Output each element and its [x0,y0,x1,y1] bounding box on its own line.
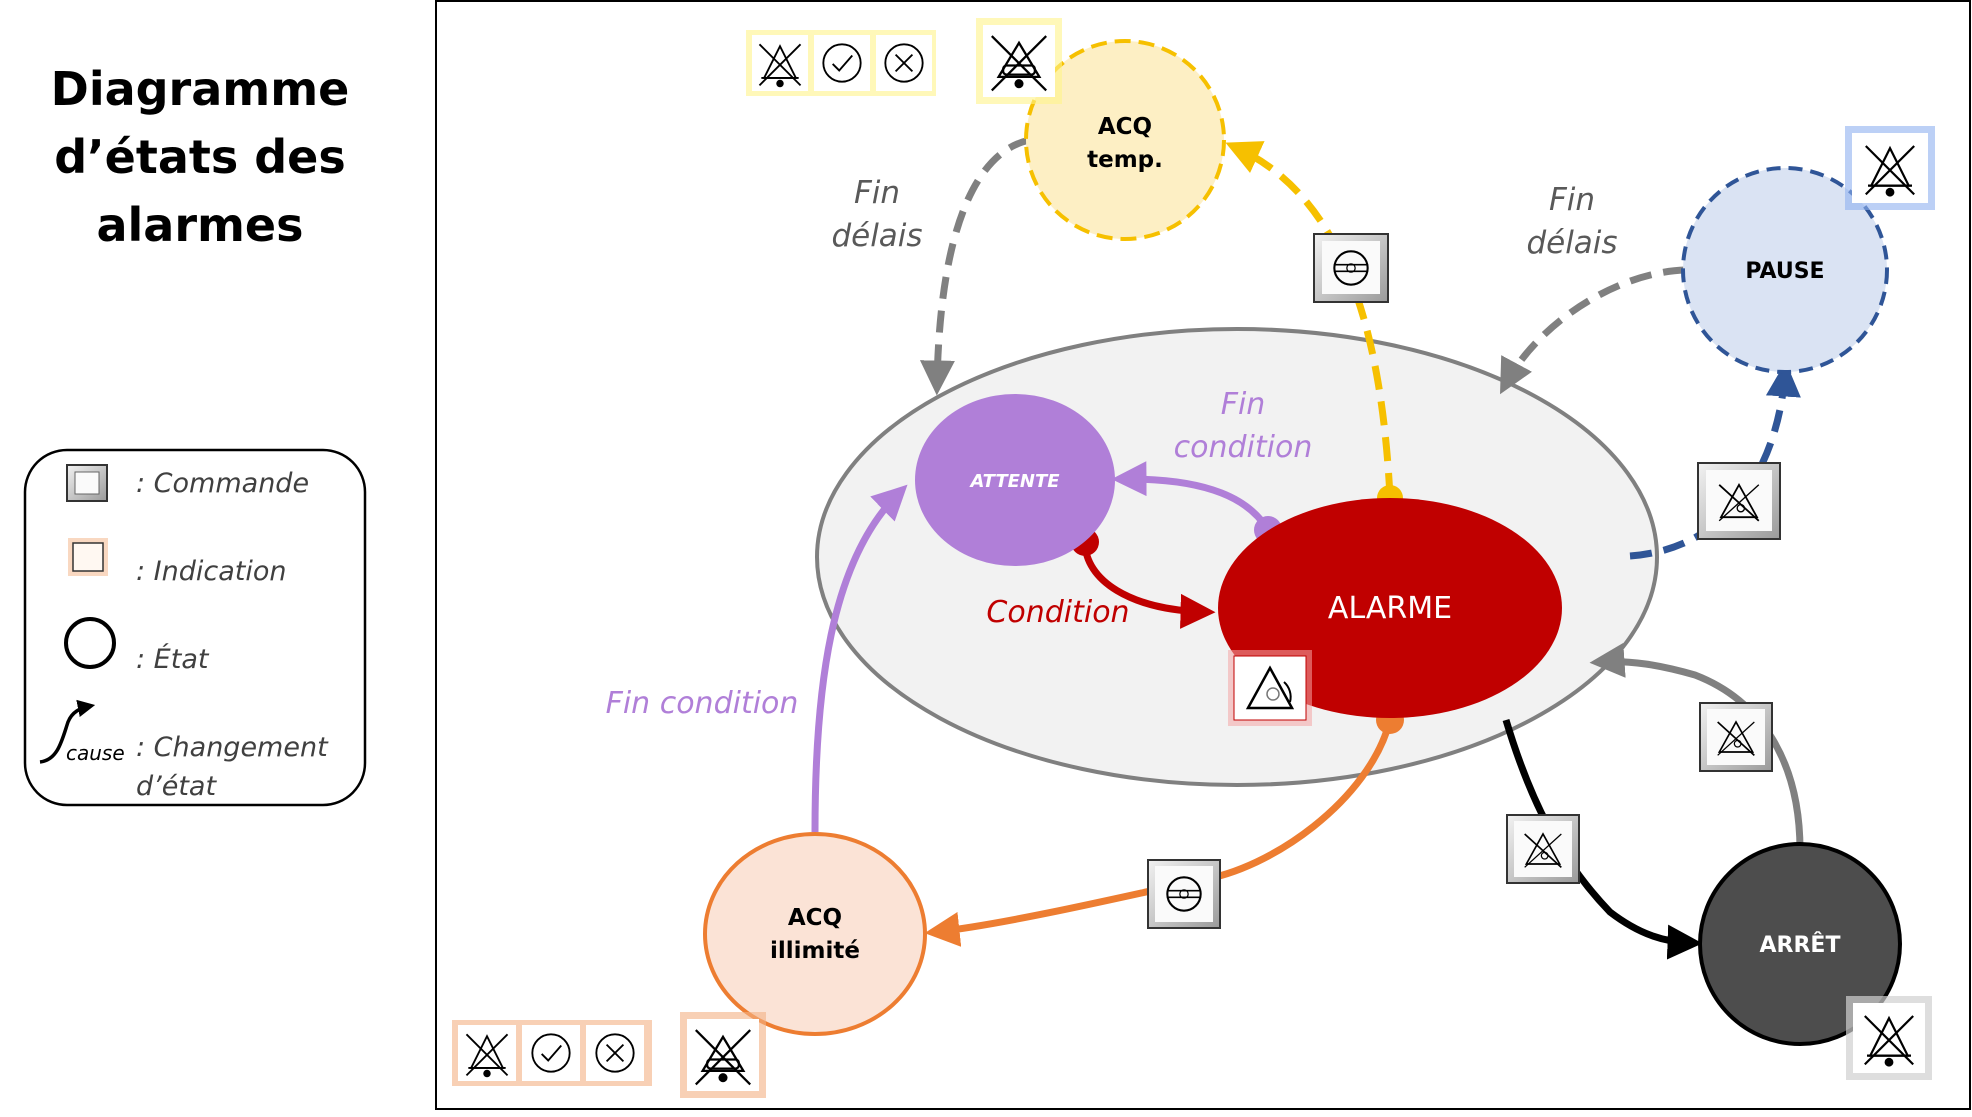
legend-transition-label-1: : Changement [136,732,329,763]
state-arret-label: ARRÊT [1760,932,1841,958]
state-attente-label: ATTENTE [968,471,1060,492]
state-pause: PAUSE [1681,166,1889,374]
label-fin-condition-top-2: condition [1174,430,1313,465]
diagram-title: Diagramme d’états des alarmes [20,55,380,259]
title-line-2: d’états des [54,130,346,184]
ack-command-button-top [1313,233,1389,303]
label-condition: Condition [986,595,1129,630]
label-fin-delais-right-2: délais [1526,225,1617,261]
state-acq-temp-label-2: temp. [1087,147,1163,173]
state-acq-temp-label-1: ACQ [1098,114,1152,140]
arrow-ellipse-to-arret [1502,718,1703,960]
alarm-off-command-button-arret-return [1699,702,1773,772]
label-fin-delais-right-1: Fin [1549,182,1595,218]
legend-state-label: : État [136,643,210,675]
indication-icon [68,538,108,576]
legend-cause-label: cause [66,741,125,765]
label-fin-condition-top-1: Fin [1221,387,1266,422]
command-button-icon [66,464,108,502]
label-fin-condition-left: Fin condition [606,686,799,721]
state-attente: ATTENTE [915,394,1115,566]
label-fin-delais-left-2: délais [831,218,922,254]
arrow-arret-to-alarme [1589,642,1804,851]
legend-transition-label-2: d’état [136,771,217,802]
state-acq-illimite-label-2: illimité [770,938,860,964]
title-line-1: Diagramme [50,62,350,116]
legend-indication-label: : Indication [136,556,287,587]
alarm-off-command-button-pause [1697,462,1781,540]
alarm-indicator [1228,650,1312,726]
title-line-3: alarmes [96,198,304,252]
arret-indicator [1846,996,1932,1080]
diagram-frame [435,0,1971,1110]
acq-temp-indicators [746,18,1062,104]
alarm-off-command-button-arret [1506,814,1580,884]
legend-command-label: : Commande [136,468,309,499]
state-pause-label: PAUSE [1745,259,1824,284]
state-acq-temp: ACQ temp. [1024,39,1226,241]
transition-arrow-icon [39,699,96,764]
arrow-acq-illimite-to-attente [811,484,908,833]
state-acq-illimite: ACQ illimité [703,832,927,1036]
state-alarme-label: ALARME [1328,591,1452,626]
label-fin-delais-left-1: Fin [854,175,900,211]
state-circle-icon [64,617,116,669]
legend: : Commande : Indication : État cause : C… [23,448,367,807]
acq-illimite-indicators [452,1012,766,1098]
arrow-acq-temp-to-attente [919,136,1031,396]
legend-box [23,448,367,807]
ack-command-button-bottom [1147,859,1221,929]
pause-indicator [1845,126,1935,210]
arrow-pause-to-ellipse [1500,266,1686,395]
state-arret: ARRÊT [1698,842,1902,1046]
state-acq-illimite-label-1: ACQ [788,905,842,931]
